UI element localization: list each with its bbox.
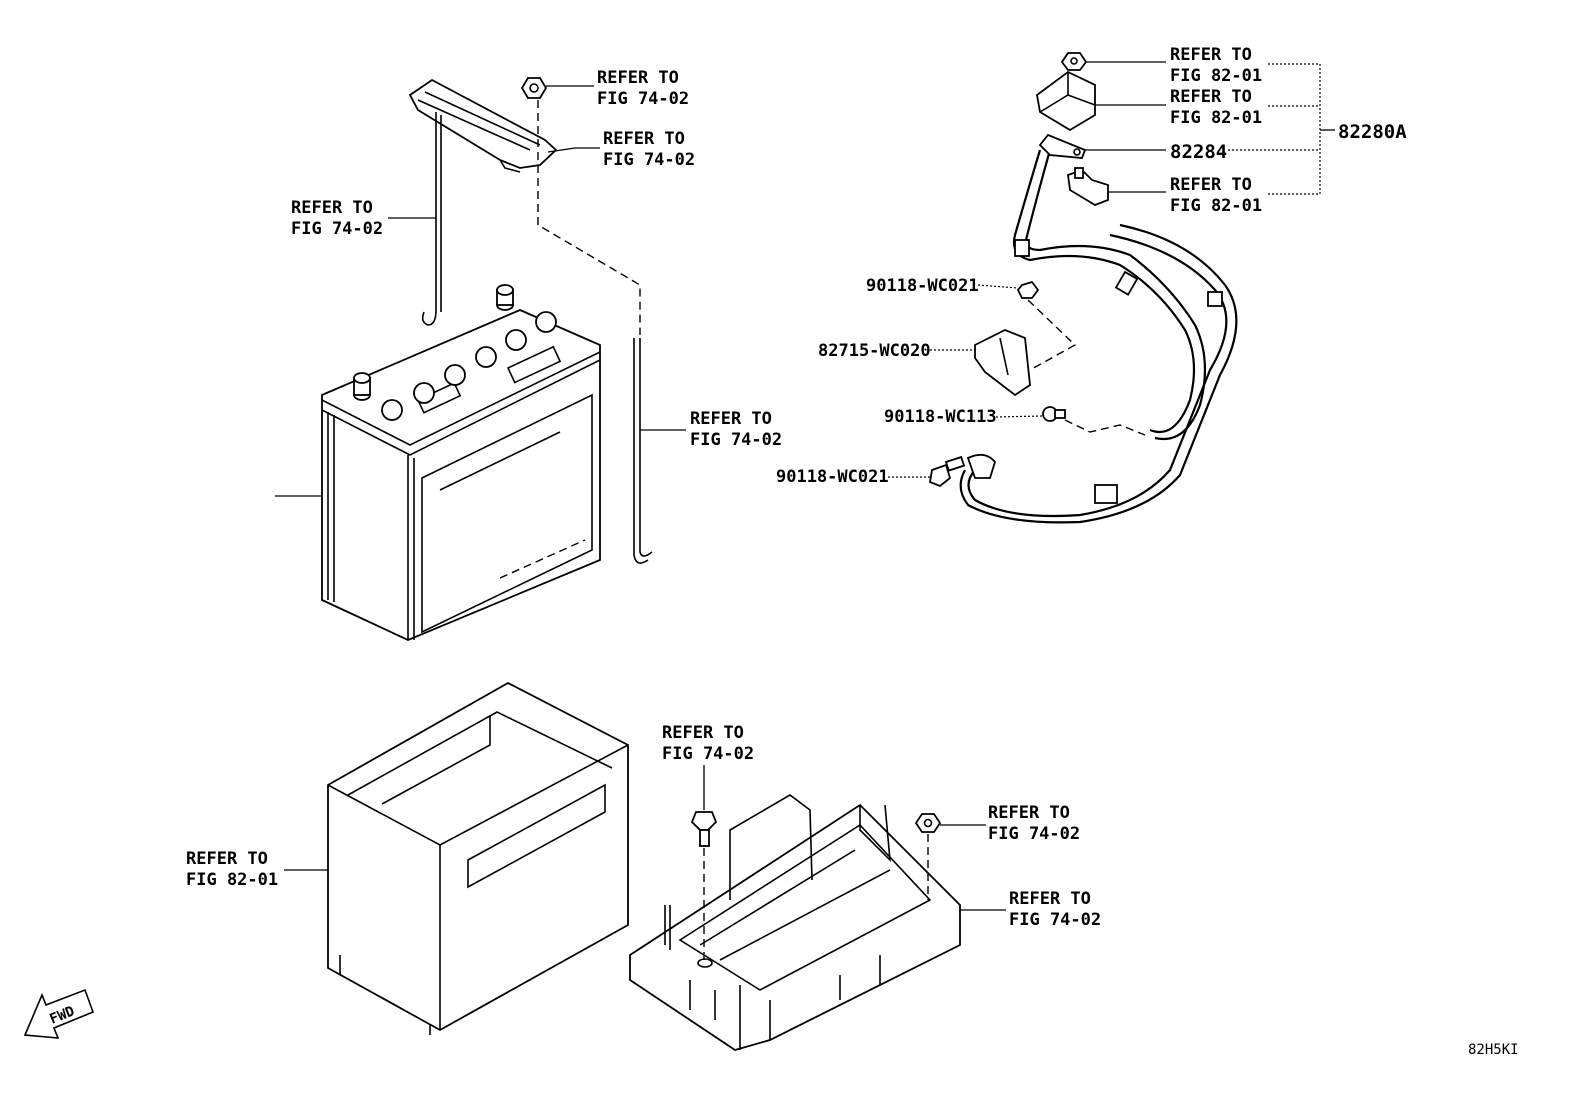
tray-refer-line2: FIG 74-02 bbox=[1009, 910, 1101, 930]
rod-right-refer-line1: REFER TO bbox=[690, 409, 772, 429]
term2-refer-line2: FIG 82-01 bbox=[1170, 108, 1262, 128]
bolt1-part-number: 90118-WC021 bbox=[866, 276, 979, 296]
term3-refer-line2: FIG 82-01 bbox=[1170, 196, 1262, 216]
cable-part-number: 82284 bbox=[1170, 141, 1227, 163]
hold-down-rod-right[interactable] bbox=[633, 338, 653, 564]
clamp-nut-icon[interactable] bbox=[520, 77, 548, 99]
cable-terminal-82284[interactable] bbox=[1038, 133, 1087, 159]
term3-refer-line1: REFER TO bbox=[1170, 175, 1252, 195]
bolt2-part-number: 90118-WC113 bbox=[884, 407, 997, 427]
term1-refer-line2: FIG 82-01 bbox=[1170, 66, 1262, 86]
battery-box[interactable] bbox=[327, 681, 629, 1035]
box-refer-line1: REFER TO bbox=[186, 849, 268, 869]
bracket-part-number: 82715-WC020 bbox=[818, 341, 931, 361]
clamp-refer-line1: REFER TO bbox=[603, 129, 685, 149]
negative-cable-assembly[interactable] bbox=[959, 149, 1238, 524]
bolt-90118-wc021-bottom-icon[interactable] bbox=[928, 455, 966, 488]
terminal-bolt-icon[interactable] bbox=[1067, 167, 1109, 206]
nut-refer-line1: REFER TO bbox=[597, 68, 679, 88]
rod-left-refer-line1: REFER TO bbox=[291, 198, 373, 218]
tray-bolt-refer-line2: FIG 74-02 bbox=[662, 744, 754, 764]
rod-left-refer-line2: FIG 74-02 bbox=[291, 219, 383, 239]
term1-refer-line1: REFER TO bbox=[1170, 45, 1252, 65]
tray-refer-line1: REFER TO bbox=[1009, 889, 1091, 909]
fwd-arrow-icon: FWD bbox=[23, 988, 95, 1039]
terminal-clamp-1[interactable] bbox=[1036, 70, 1096, 132]
hold-down-rod-left[interactable] bbox=[421, 112, 442, 326]
tray-nut-icon[interactable] bbox=[914, 813, 942, 833]
bolt-90118-wc113-icon[interactable] bbox=[1042, 406, 1066, 422]
tray-nut-refer-line2: FIG 74-02 bbox=[988, 824, 1080, 844]
terminal-post-positive-icon bbox=[353, 372, 371, 401]
vent-caps bbox=[381, 311, 557, 421]
tray-bolt-icon[interactable] bbox=[690, 811, 718, 847]
tray-bolt-refer-line1: REFER TO bbox=[662, 723, 744, 743]
assembly-part-number: 82280A bbox=[1338, 121, 1407, 143]
term2-refer-line1: REFER TO bbox=[1170, 87, 1252, 107]
battery-tray[interactable] bbox=[629, 794, 961, 1051]
box-refer-line2: FIG 82-01 bbox=[186, 870, 278, 890]
clamp-refer-line2: FIG 74-02 bbox=[603, 150, 695, 170]
rod-right-refer-line2: FIG 74-02 bbox=[690, 430, 782, 450]
bolt-90118-wc021-top-icon[interactable] bbox=[1016, 280, 1040, 299]
battery[interactable] bbox=[321, 284, 601, 641]
nut-refer-line2: FIG 74-02 bbox=[597, 89, 689, 109]
terminal-post-negative-icon bbox=[496, 284, 514, 311]
bolt3-part-number: 90118-WC021 bbox=[776, 467, 889, 487]
terminal-nut-icon[interactable] bbox=[1060, 52, 1088, 71]
battery-clamp[interactable] bbox=[408, 78, 558, 173]
bracket-82715-wc020[interactable] bbox=[974, 329, 1031, 397]
leader-lines bbox=[284, 61, 1335, 911]
figure-code: 82H5KI bbox=[1468, 1042, 1519, 1058]
tray-nut-refer-line1: REFER TO bbox=[988, 803, 1070, 823]
